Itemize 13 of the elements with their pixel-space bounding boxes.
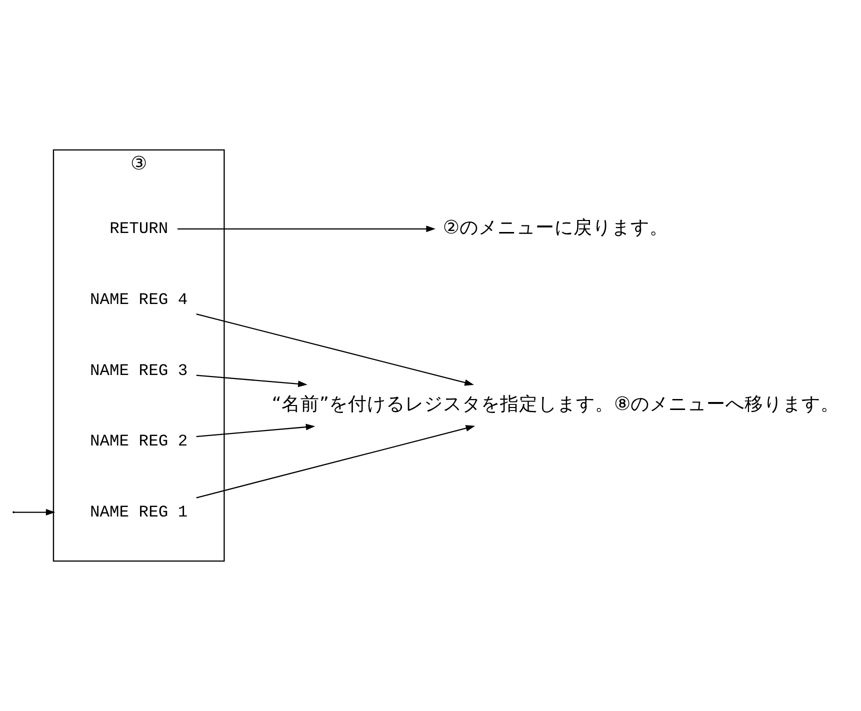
node-text: “名前”を付けるレジスタを指定します。⑧のメニューへ移ります。 — [272, 394, 840, 415]
node-text: NAME REG 2 — [90, 432, 188, 451]
node-text: NAME REG 4 — [90, 290, 188, 310]
arrow — [196, 374, 308, 388]
arrow — [196, 424, 316, 438]
node-text: NAME REG 1 — [90, 502, 188, 522]
arrow — [196, 425, 476, 498]
arrow — [196, 314, 474, 386]
node-text: ②のメニューに戻ります。 — [442, 217, 669, 238]
arrow — [178, 226, 436, 232]
node-text: RETURN — [110, 219, 168, 238]
arrow — [14, 509, 56, 516]
node-text: NAME REG 3 — [90, 360, 188, 380]
